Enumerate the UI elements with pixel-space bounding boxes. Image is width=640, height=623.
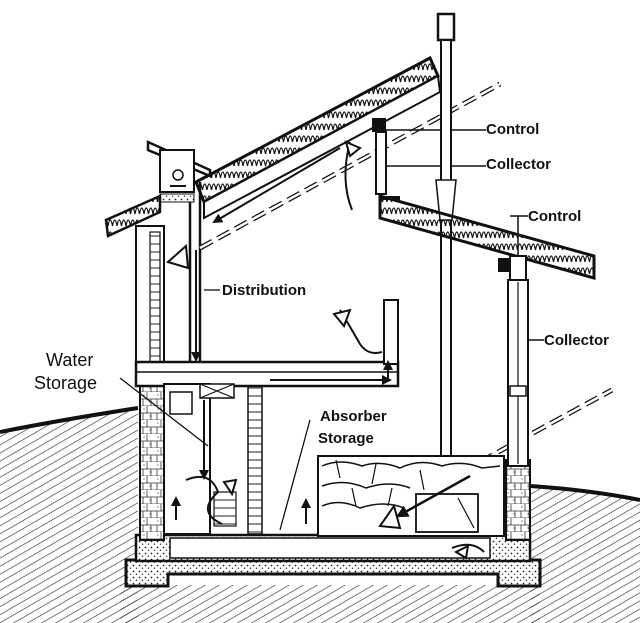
upper-floor-duct [134, 299, 400, 388]
lower-roof-collector [378, 194, 596, 280]
foundation-footing [124, 533, 542, 588]
ground-below-footing [120, 585, 540, 623]
sun-ray-lower [408, 387, 614, 503]
water-storage-tank [163, 383, 237, 535]
label-collector-right: Collector [544, 332, 610, 349]
label-water-storage-line1: Water [46, 350, 94, 370]
label-distribution: Distribution [222, 282, 307, 299]
ground-right [529, 484, 640, 623]
left-block-wall [139, 379, 165, 541]
label-collector-upper: Collector [486, 156, 552, 173]
flow-triangles [165, 140, 470, 560]
upper-control-damper [372, 118, 486, 195]
label-control-upper: Control [486, 121, 540, 138]
interior-duct-partition [247, 385, 263, 535]
rock-absorber-storage [317, 455, 505, 537]
left-eave [104, 194, 162, 238]
label-absorber-storage-line1: Absorber [320, 408, 387, 425]
ground-left [0, 406, 139, 623]
left-upper-wall [135, 225, 165, 385]
label-water-storage-line2: Storage [34, 373, 98, 393]
right-control-and-collector [498, 215, 544, 467]
label-absorber-storage-line2: Storage [318, 430, 374, 447]
right-block-wall [505, 459, 531, 541]
sun-ray-arrow [395, 474, 471, 518]
leader-lines [119, 289, 311, 531]
label-control-right: Control [528, 208, 582, 225]
